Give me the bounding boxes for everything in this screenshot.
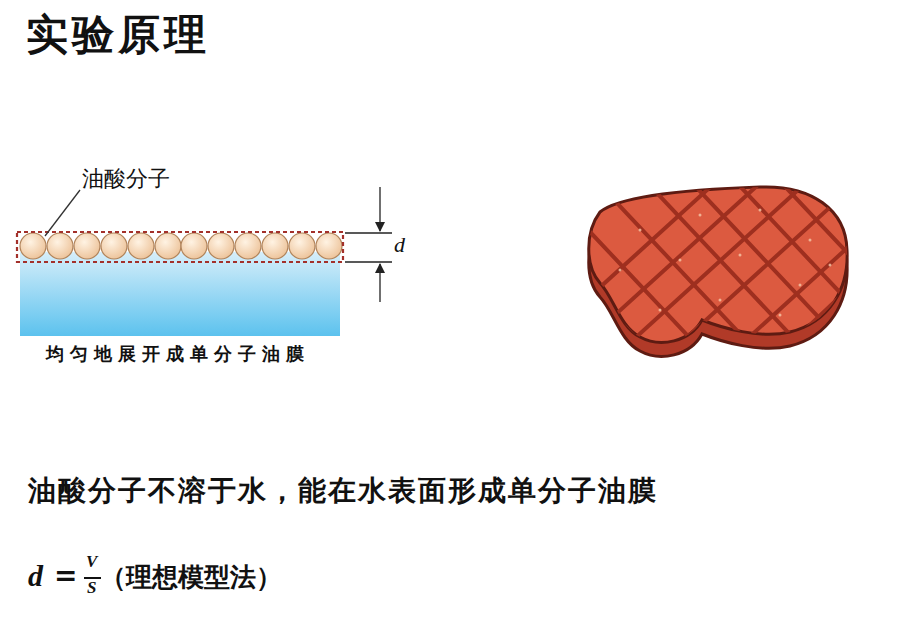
film-outline [17, 232, 343, 262]
dimension-label: d [394, 232, 405, 258]
method-note: （理想模型法） [100, 562, 282, 593]
formula-symbol: d [28, 558, 43, 594]
formula-numerator: V [86, 552, 97, 572]
water-block [20, 252, 340, 336]
principle-text: 油酸分子不溶于水，能在水表面形成单分子油膜 [28, 474, 658, 508]
molecule-label: 油酸分子 [82, 166, 170, 192]
formula-denominator: S [87, 578, 96, 598]
oleic-molecules [20, 233, 342, 259]
steak-illustration [520, 160, 913, 410]
page-title: 实验原理 [26, 10, 210, 60]
leader-line [45, 190, 80, 236]
formula-equals: = [54, 559, 77, 593]
figure-caption: 均匀地展开成单分子油膜 [46, 343, 310, 365]
dimension-d [345, 187, 392, 302]
